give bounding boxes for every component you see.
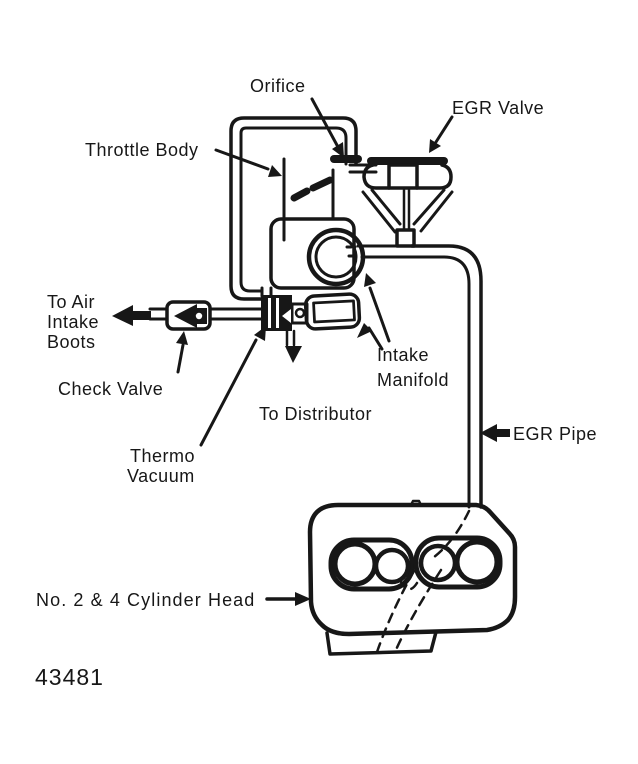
intake-manifold-arrow-upper-shaft (368, 286, 391, 343)
check-valve-ball (195, 312, 203, 320)
hose-inner (239, 126, 348, 293)
head-top-tab (409, 499, 423, 507)
throttle-bore-inner (314, 235, 358, 279)
egr-pipe-arrow (480, 424, 510, 442)
throttle-body-arrow-shaft (214, 148, 270, 171)
egr-pipe-label: EGR Pipe (513, 424, 597, 444)
egr-diaphragm-block (387, 163, 419, 190)
thermo-vacuum-label-line2: Vacuum (127, 466, 195, 486)
bore-pair-left (328, 537, 415, 592)
thermo-valve-slit-1 (268, 298, 271, 328)
intake-manifold-flange (345, 244, 446, 259)
air-intake-arrow (112, 305, 151, 326)
check-valve-arrow-shaft (176, 343, 185, 374)
intake-manifold-label-line1: Intake (377, 345, 429, 365)
egr-stem (402, 188, 411, 232)
cylinder-head-drawing (307, 499, 518, 656)
throttle-body-label: Throttle Body (85, 140, 199, 160)
egr-pipe-inner (442, 255, 471, 509)
distributor-port-drawing (285, 329, 302, 363)
flange-dashes (345, 245, 358, 258)
egr-valve-label: EGR Valve (452, 98, 544, 118)
hose-outer (229, 116, 358, 301)
bottom-ports (260, 286, 273, 298)
orifice-arrowhead (332, 142, 344, 158)
egr-valve-drawing (361, 157, 454, 248)
thermo-vacuum-arrow (199, 326, 266, 447)
diagram-labels: Orifice EGR Valve Throttle Body To Air I… (35, 76, 597, 690)
bore-1 (332, 541, 378, 587)
distributor-arrowhead (285, 346, 302, 363)
distributor-hose (285, 329, 296, 347)
intake-manifold-arrowhead-upper (364, 273, 376, 287)
check-valve-label: Check Valve (58, 379, 163, 399)
sensor-nose-port (294, 307, 306, 319)
figure-number: 43481 (35, 664, 104, 690)
thermo-vacuum-arrow-shaft (199, 338, 258, 447)
manifold-sensor-drawing (303, 292, 362, 331)
egr-right-ear (415, 163, 453, 190)
to-air-intake-boots-label-line1: To Air (47, 292, 95, 312)
throttle-body-arrowhead (268, 165, 282, 177)
cylinder-head-label: No. 2 & 4 Cylinder Head (36, 590, 255, 610)
intake-manifold-arrowhead-lower (357, 323, 372, 338)
to-air-intake-boots-label-line3: Boots (47, 332, 96, 352)
egr-valve-arrow-shaft (434, 115, 454, 144)
intake-manifold-arrow-upper (364, 273, 391, 343)
thermo-valve-slit-2 (276, 298, 279, 328)
check-valve-drawing (148, 300, 263, 331)
thermo-valve-chevron (282, 309, 291, 323)
orifice-arrow-shaft (310, 97, 340, 149)
sensor-inner (312, 299, 356, 324)
check-valve-body (165, 300, 212, 331)
bore-4 (454, 539, 500, 585)
throttle-body-drawing (260, 157, 366, 298)
to-distributor-label: To Distributor (259, 404, 372, 424)
head-skirt (325, 630, 438, 656)
label-arrows (176, 97, 510, 606)
egr-pipe-drawing (410, 244, 483, 509)
egr-valve-arrowhead (429, 139, 441, 153)
throttle-body-housing (269, 217, 356, 290)
intake-manifold-arrow-lower (357, 323, 384, 351)
egr-poppet (395, 228, 416, 248)
air-intake-arrowhead (112, 305, 151, 326)
egr-pipe-arrowhead (480, 424, 510, 442)
check-valve-cone (174, 304, 197, 328)
check-valve-arrow (176, 331, 188, 374)
bore-2 (373, 547, 411, 585)
intake-manifold-arrow-lower-shaft (367, 326, 384, 351)
thermo-vacuum-valve-drawing (261, 295, 292, 331)
cylinder-head-arrowhead (295, 592, 311, 606)
egr-valve-arrow (429, 115, 454, 153)
orifice-arrow (310, 97, 344, 158)
hidden-passage-dashes (375, 509, 471, 654)
throttle-body-arrow (214, 148, 282, 177)
bore-pair-right (413, 535, 503, 590)
head-outline (307, 502, 518, 637)
vacuum-hose-loop (229, 116, 358, 301)
orifice-label: Orifice (250, 76, 306, 96)
thermo-vacuum-arrowhead (254, 326, 266, 341)
egr-left-ear (362, 163, 391, 190)
check-valve-arrowhead (176, 331, 188, 345)
egr-pipe-outer (410, 244, 483, 509)
cylinder-head-arrow (265, 592, 311, 606)
throttle-plate (290, 176, 334, 202)
intake-manifold-label-line2: Manifold (377, 370, 449, 390)
thermo-vacuum-label-line1: Thermo (130, 446, 195, 466)
to-air-intake-boots-label-line2: Intake (47, 312, 99, 332)
check-valve-pipes (148, 307, 263, 321)
egr-funnel (361, 188, 454, 234)
